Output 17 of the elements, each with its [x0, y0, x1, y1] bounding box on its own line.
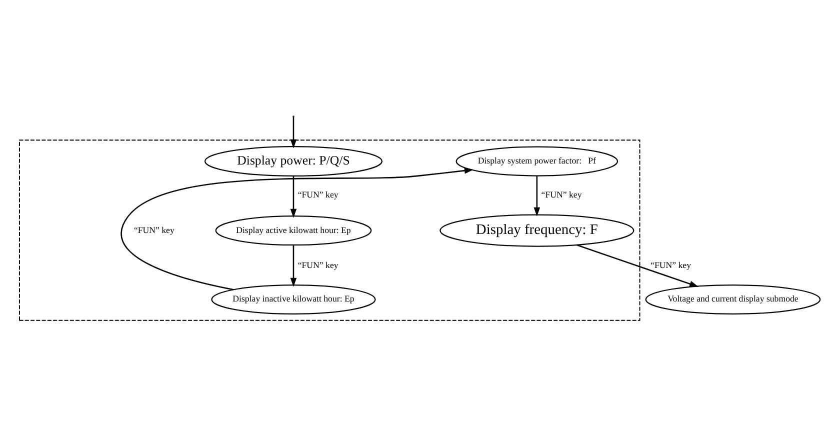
- edge-label: “FUN” key: [134, 224, 174, 234]
- arrow: [290, 244, 297, 286]
- arrow: [534, 175, 540, 216]
- edge-label: “FUN” key: [298, 259, 338, 270]
- edge-label: “FUN” key: [541, 189, 582, 200]
- arrow: [290, 116, 297, 148]
- arrow: [576, 244, 699, 286]
- arrow: [120, 167, 474, 290]
- node-ellipse: Display frequency: F: [440, 214, 634, 246]
- node-ellipse: Display inactive kilowatt hour: Ep: [211, 284, 376, 314]
- edge-label: “FUN” key: [650, 259, 692, 270]
- node-ellipse: Display active kilowatt hour: Ep: [215, 215, 372, 246]
- node-ellipse: Display power: P/Q/S: [204, 146, 383, 176]
- arrow: [290, 176, 297, 218]
- node-ellipse: Voltage and current display submode: [645, 284, 821, 314]
- node-ellipse: Display system power factor: Pf: [456, 146, 618, 176]
- edge-label: “FUN” key: [298, 189, 338, 200]
